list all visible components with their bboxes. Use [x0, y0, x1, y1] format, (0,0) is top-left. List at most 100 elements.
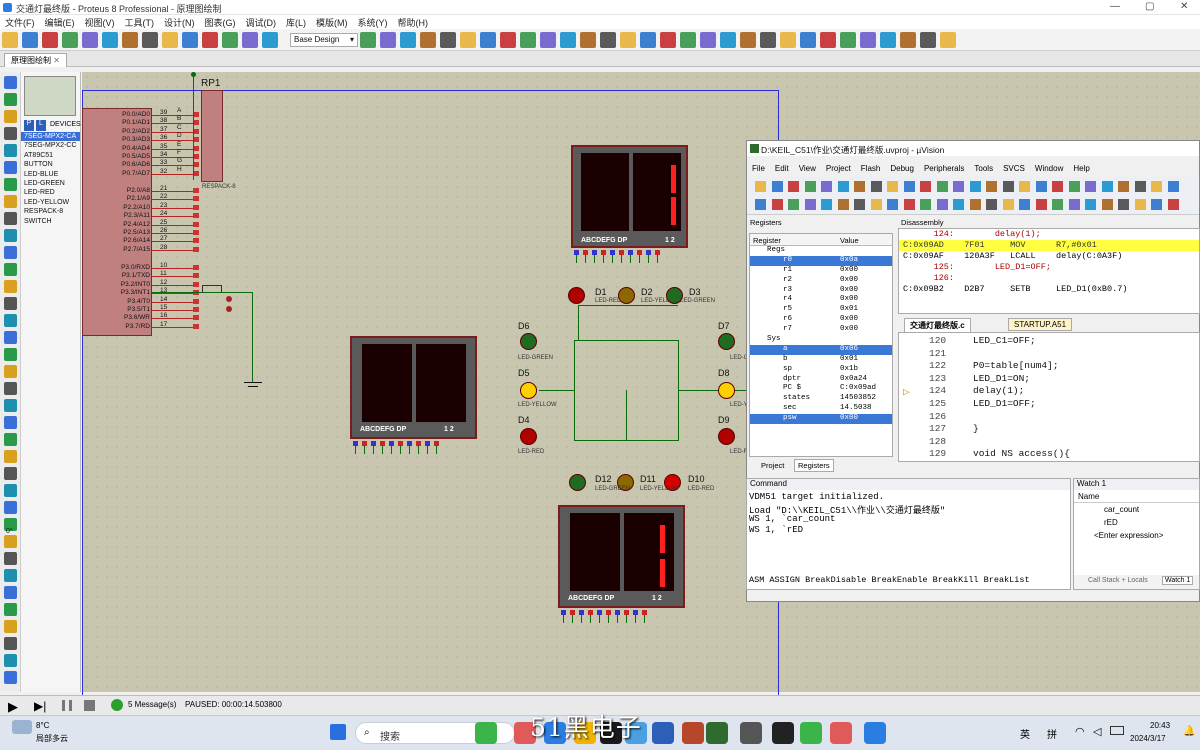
uv-menu-item[interactable]: SVCS [1003, 164, 1025, 173]
menu-item[interactable]: 视图(V) [84, 18, 115, 28]
uv-toolbar-icon[interactable] [771, 181, 783, 192]
ime-lang[interactable]: 英 [1020, 730, 1030, 741]
toolbar-icon[interactable] [500, 32, 516, 48]
taskbar-app-icon[interactable] [600, 722, 622, 744]
menu-item[interactable]: 工具(T) [124, 18, 155, 28]
uv-menu-item[interactable]: Debug [890, 164, 914, 173]
led-d7[interactable] [718, 333, 735, 350]
led-d3[interactable] [666, 287, 683, 304]
led-d2[interactable] [618, 287, 635, 304]
tool-icon[interactable] [4, 212, 17, 225]
toolbar-icon[interactable] [262, 32, 278, 48]
toolbar-icon[interactable] [580, 32, 596, 48]
toolbar-icon[interactable] [182, 32, 198, 48]
tool-icon[interactable] [4, 110, 17, 123]
menu-item[interactable]: 帮助(H) [397, 18, 429, 28]
device-list-item[interactable]: BUTTON [24, 161, 53, 169]
led-d11[interactable] [617, 474, 634, 491]
uv-toolbar-icon[interactable] [887, 181, 898, 192]
tab-call-stack[interactable]: Call Stack + Locals [1088, 577, 1148, 584]
uv-menu-item[interactable]: Flash [860, 164, 881, 173]
tab-main-c[interactable]: 交通灯最终版.c [904, 318, 971, 333]
taskbar-app-icon[interactable] [830, 722, 852, 744]
uv-toolbar-icon[interactable] [1101, 199, 1113, 210]
messages-count[interactable]: 5 Message(s) [128, 700, 177, 709]
tool-icon[interactable] [4, 144, 17, 157]
uv-toolbar-icon[interactable] [804, 199, 816, 210]
tool-icon[interactable] [4, 348, 17, 361]
regs-group[interactable]: Regs [767, 246, 786, 254]
tool-icon[interactable] [4, 178, 17, 191]
close-button[interactable]: ✕ [1180, 1, 1189, 12]
toolbar-icon[interactable] [620, 32, 636, 48]
watch-item[interactable]: car_count [1104, 505, 1140, 514]
uv-toolbar-icon[interactable] [903, 181, 915, 192]
tab-startup[interactable]: STARTUP.A51 [1008, 318, 1073, 331]
uv-menu-item[interactable]: Edit [774, 164, 789, 173]
tool-icon[interactable] [4, 399, 17, 412]
uv-toolbar-icon[interactable] [1002, 199, 1014, 210]
taskbar-app-icon[interactable] [682, 722, 704, 744]
respack-rp1[interactable] [201, 90, 223, 182]
tool-icon[interactable] [4, 161, 17, 174]
uv-toolbar-icon[interactable] [1151, 199, 1162, 210]
uv-toolbar-icon[interactable] [1068, 199, 1080, 210]
tool-icon[interactable] [4, 552, 17, 565]
uv-toolbar-icon[interactable] [1167, 181, 1179, 192]
toolbar-icon[interactable] [880, 32, 896, 48]
uv-toolbar-icon[interactable] [936, 199, 948, 210]
taskbar-app-icon[interactable] [475, 722, 497, 744]
uv-toolbar-icon[interactable] [1118, 199, 1129, 210]
toolbar-icon[interactable] [820, 32, 836, 48]
tool-icon[interactable] [4, 654, 17, 667]
led-d1[interactable] [568, 287, 585, 304]
pick-devices-button[interactable]: P [24, 120, 34, 131]
uv-toolbar-icon[interactable] [986, 199, 997, 210]
tool-icon[interactable] [4, 416, 17, 429]
tab-schematic[interactable]: 原理图绘制 ✕ [4, 53, 67, 67]
uv-toolbar-icon[interactable] [1134, 181, 1146, 192]
toolbar-icon[interactable] [560, 32, 576, 48]
toolbar-icon[interactable] [82, 32, 98, 48]
overview-map[interactable] [24, 76, 76, 116]
taskbar-app-icon[interactable] [574, 722, 596, 744]
tab-watch1[interactable]: Watch 1 [1162, 576, 1194, 585]
toolbar-icon[interactable] [142, 32, 158, 48]
tool-icon[interactable] [4, 263, 17, 276]
stop-icon[interactable] [84, 700, 95, 711]
tool-icon[interactable] [4, 467, 17, 480]
uv-toolbar-icon[interactable] [821, 181, 832, 192]
maximize-button[interactable]: ▢ [1145, 1, 1155, 12]
menu-item[interactable]: 编辑(E) [44, 18, 75, 28]
tab-registers[interactable]: Registers [794, 459, 834, 472]
device-list-item[interactable]: LED-RED [24, 189, 55, 197]
device-list-item[interactable]: LED-YELLOW [24, 198, 70, 206]
weather-icon[interactable] [12, 720, 32, 734]
uv-toolbar-icon[interactable] [1002, 181, 1014, 192]
device-list-item[interactable]: LED-GREEN [24, 180, 65, 188]
tab-project[interactable]: Project [761, 461, 785, 470]
tool-icon[interactable] [4, 76, 17, 89]
register-row[interactable]: PC $C:0x09ad [750, 384, 892, 394]
sys-group[interactable]: Sys [767, 335, 781, 344]
uv-toolbar-icon[interactable] [821, 199, 832, 210]
menu-item[interactable]: 库(L) [286, 18, 306, 28]
toolbar-icon[interactable] [760, 32, 776, 48]
uv-menu-item[interactable]: Window [1034, 164, 1064, 173]
toolbar-icon[interactable] [102, 32, 118, 48]
step-icon[interactable]: ▶| [34, 699, 47, 713]
toolbar-icon[interactable] [62, 32, 78, 48]
toolbar-icon[interactable] [122, 32, 138, 48]
led-d6[interactable] [520, 333, 537, 350]
uv-toolbar-icon[interactable] [969, 181, 981, 192]
mcu-chip[interactable] [82, 108, 152, 336]
wifi-icon[interactable]: ◠ [1075, 726, 1085, 738]
uv-toolbar-icon[interactable] [837, 199, 849, 210]
toolbar-icon[interactable] [840, 32, 856, 48]
notification-icon[interactable]: 🔔 [1183, 726, 1196, 737]
